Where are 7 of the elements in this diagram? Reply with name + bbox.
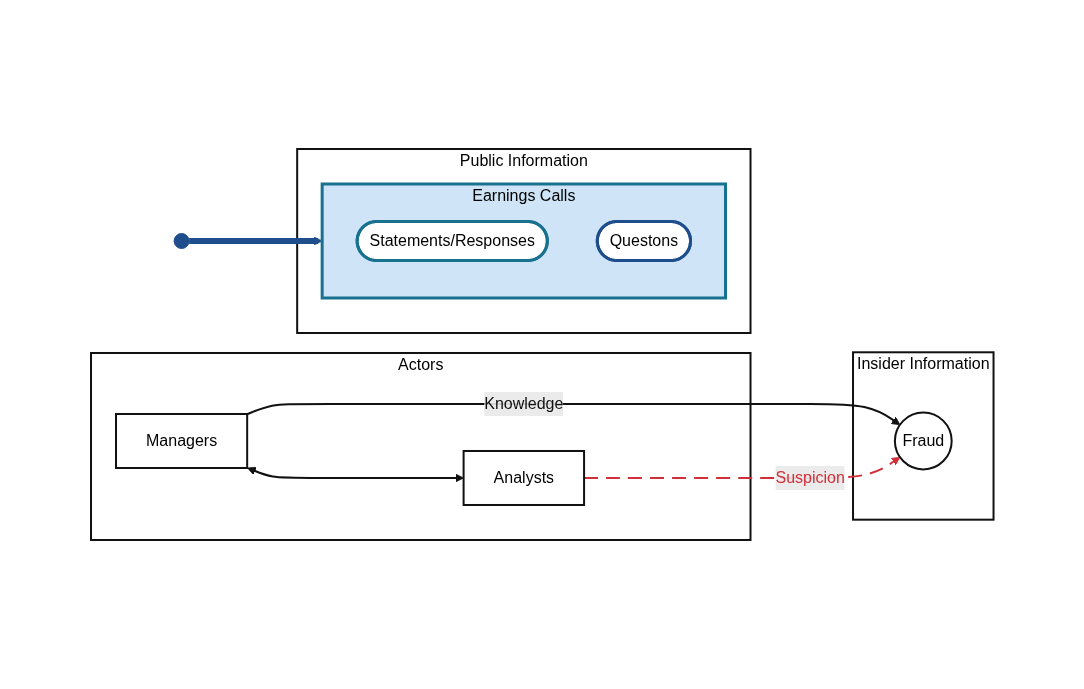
edge-label: Suspicion xyxy=(775,468,845,486)
arrow xyxy=(245,403,901,426)
arrow xyxy=(246,466,464,483)
node-box: Managers xyxy=(114,413,248,469)
node-box: Analysts xyxy=(462,450,585,506)
edge-label: Knowledge xyxy=(483,394,564,412)
node-circle: Fraud xyxy=(893,411,953,471)
